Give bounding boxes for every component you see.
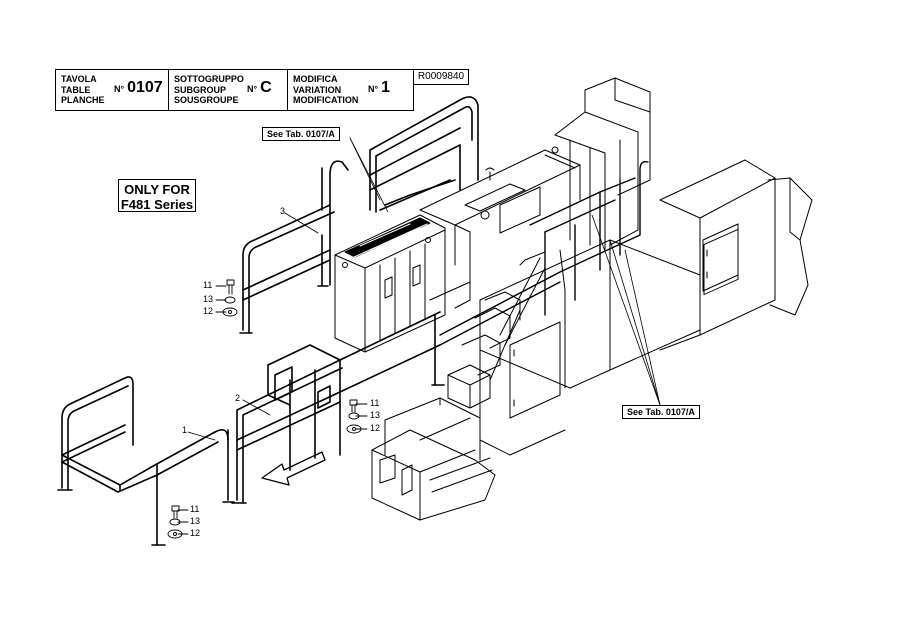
series-note: ONLY FOR F481 Series (118, 179, 196, 212)
modification-labels: MODIFICA VARIATION MODIFICATION (293, 74, 358, 106)
title-block: TAVOLA TABLE PLANCHE N°0107 SOTTOGRUPPO … (55, 69, 414, 111)
table-cell: TAVOLA TABLE PLANCHE N°0107 (56, 70, 169, 110)
part-label-11-top: 11 (203, 280, 213, 290)
table-no-label: N° (114, 84, 125, 94)
callout-top: See Tab. 0107/A (262, 127, 340, 141)
part-label-2: 2 (235, 393, 241, 403)
subgroup-labels: SOTTOGRUPPO SUBGROUP SOUSGROUPE (174, 74, 244, 106)
modification-cell: MODIFICA VARIATION MODIFICATION N°1 (288, 70, 413, 110)
modification-label-it: MODIFICA (293, 74, 338, 84)
staircase (447, 251, 546, 409)
subgroup-value: C (260, 79, 272, 96)
subgroup-no-label: N° (247, 84, 258, 94)
table-label-fr: PLANCHE (61, 95, 105, 105)
part-label-11-middle: 11 (370, 398, 380, 408)
table-labels: TAVOLA TABLE PLANCHE (61, 74, 105, 106)
part-label-1: 1 (182, 425, 188, 435)
machine-body (479, 77, 813, 456)
part-label-13-top: 13 (203, 294, 214, 304)
subgroup-number: N°C (247, 79, 272, 97)
part-label-12-bottom: 12 (190, 528, 201, 538)
cooling-module (334, 214, 471, 353)
railing-2 (231, 311, 445, 504)
fastener-group-middle (346, 399, 368, 434)
table-label-it: TAVOLA (61, 74, 97, 84)
direction-arrow (261, 451, 326, 486)
part-label-13-middle: 13 (370, 410, 381, 420)
railing-long (439, 160, 649, 346)
subgroup-label-fr: SOUSGROUPE (174, 95, 239, 105)
modification-label-fr: MODIFICATION (293, 95, 359, 105)
railing-top (369, 96, 479, 213)
subgroup-cell: SOTTOGRUPPO SUBGROUP SOUSGROUPE N°C (169, 70, 288, 110)
upper-deck (419, 146, 581, 266)
leader-lines (187, 137, 661, 441)
reference-code: R0009840 (413, 69, 469, 85)
fastener-group-top (215, 279, 238, 317)
part-label-12-middle: 12 (370, 423, 381, 433)
table-label-en: TABLE (61, 84, 91, 95)
subgroup-label-en: SUBGROUP (174, 84, 227, 95)
modification-label-en: VARIATION (293, 84, 342, 95)
series-note-line1: ONLY FOR (124, 182, 190, 197)
callout-right: See Tab. 0107/A (622, 405, 700, 419)
modification-value: 1 (381, 79, 391, 96)
part-label-3: 3 (280, 206, 286, 216)
part-label-12-top: 12 (203, 306, 214, 316)
modification-no-label: N° (368, 84, 379, 94)
series-note-line2: F481 Series (120, 197, 194, 212)
railing-3 (239, 160, 349, 334)
step-box (371, 397, 496, 521)
part-label-13-bottom: 13 (190, 516, 201, 526)
subgroup-label-it: SOTTOGRUPPO (174, 74, 244, 84)
table-number: N°0107 (114, 79, 163, 97)
part-label-11-bottom: 11 (190, 504, 200, 514)
modification-number: N°1 (368, 79, 390, 97)
table-value: 0107 (127, 79, 163, 96)
fastener-group-bottom (167, 505, 189, 539)
railing-1 (57, 376, 235, 546)
